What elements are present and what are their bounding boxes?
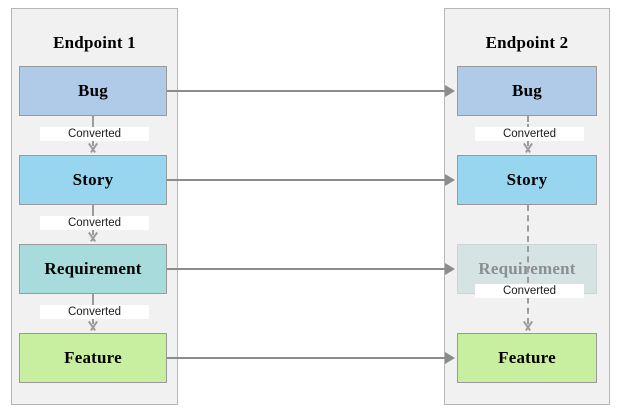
endpoint-1-node-requirement[interactable]: Requirement <box>19 244 167 294</box>
endpoint-1-node-bug[interactable]: Bug <box>19 66 167 116</box>
endpoint-1-node-requirement-label: Requirement <box>44 259 142 278</box>
endpoint-2-edge-bug-to-story-label: Converted <box>475 127 584 141</box>
endpoint-1-node-bug-label: Bug <box>78 81 108 100</box>
endpoint-1-edge-story-to-requirement-arrowhead <box>87 233 99 242</box>
endpoint-1-edge-bug-to-story-label: Converted <box>40 127 149 141</box>
mapping-arrow-story-line <box>167 179 445 181</box>
mapping-arrow-feature-line <box>167 357 445 359</box>
mapping-arrow-story-head <box>445 174 455 186</box>
endpoint-1-edge-bug-to-story-arrowhead <box>87 144 99 153</box>
endpoint-1-node-feature[interactable]: Feature <box>19 333 167 383</box>
endpoint-2-node-requirement-label: Requirement <box>478 259 576 278</box>
mapping-arrow-requirement-line <box>167 268 445 270</box>
mapping-arrow-bug-line <box>167 90 445 92</box>
endpoint-2-edge-story-to-feature-arrowhead <box>522 322 534 331</box>
endpoint-2-edge-story-to-feature-label: Converted <box>475 284 584 298</box>
endpoint-1-title: Endpoint 1 <box>53 33 136 52</box>
endpoint-2-node-bug[interactable]: Bug <box>457 66 597 116</box>
endpoint-2-node-feature-label: Feature <box>498 348 556 367</box>
endpoint-2-title: Endpoint 2 <box>485 33 569 52</box>
endpoint-2-edge-bug-to-story-arrowhead <box>522 144 534 153</box>
endpoint-1-edge-requirement-to-feature-label: Converted <box>40 305 149 319</box>
endpoint-1-edge-requirement-to-feature-arrowhead <box>87 322 99 331</box>
endpoint-1-node-story-label: Story <box>72 170 114 189</box>
mapping-arrow-bug-head <box>445 85 455 97</box>
mapping-arrow-feature-head <box>445 352 455 364</box>
endpoint-2-node-feature[interactable]: Feature <box>457 333 597 383</box>
endpoint-1-node-feature-label: Feature <box>64 348 122 367</box>
mapping-arrow-requirement-head <box>445 263 455 275</box>
endpoint-2-node-story[interactable]: Story <box>457 155 597 205</box>
endpoint-2-node-bug-label: Bug <box>512 81 542 100</box>
endpoint-1-edge-story-to-requirement-label: Converted <box>40 216 149 230</box>
endpoint-1-node-story[interactable]: Story <box>19 155 167 205</box>
endpoint-2-edge-story-to-feature-line <box>527 205 529 324</box>
endpoint-2-node-story-label: Story <box>506 170 548 189</box>
